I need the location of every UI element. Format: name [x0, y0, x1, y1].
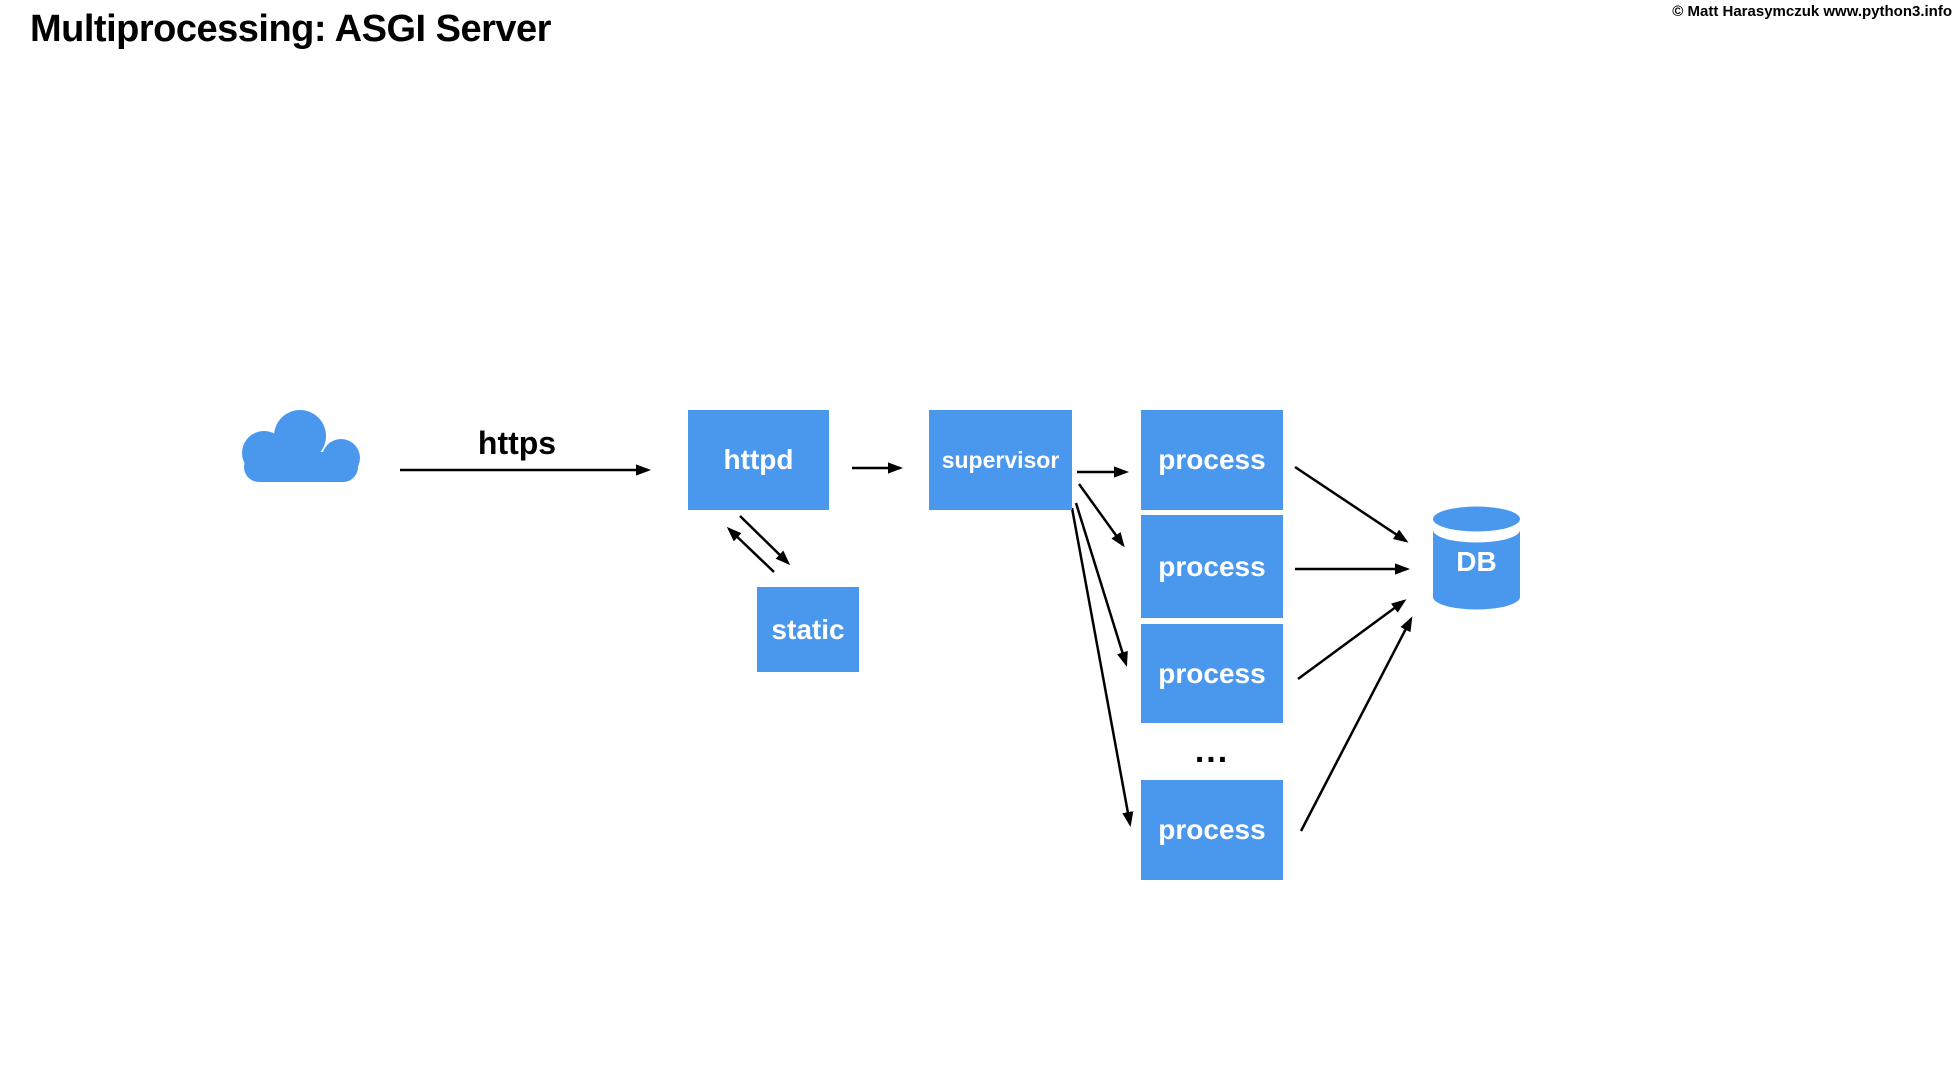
cloud-icon: [242, 410, 360, 482]
node-process-2-label: process: [1158, 550, 1266, 582]
node-static: static: [757, 587, 859, 672]
node-db: [1432, 506, 1521, 614]
edge-process1-to-db: [1294, 465, 1409, 543]
copyright-notice: © Matt Harasymczuk www.python3.info: [1672, 3, 1952, 20]
node-process-2: process: [1141, 515, 1283, 618]
https-edge-label: https: [477, 425, 557, 461]
node-process-3-label: process: [1158, 657, 1266, 689]
edge-httpd-to-static: [739, 515, 791, 566]
node-supervisor-label: supervisor: [941, 446, 1060, 473]
process-ellipsis: ...: [1194, 732, 1230, 770]
edge-process4-to-db: [1299, 616, 1413, 832]
edge-supervisor-to-process2: [1077, 483, 1125, 548]
client-cloud: [242, 410, 360, 482]
node-process-1-label: process: [1158, 444, 1266, 475]
edge-static-to-httpd: [726, 526, 775, 573]
node-httpd: httpd: [688, 410, 829, 510]
node-db-label: DB: [1456, 546, 1497, 577]
node-process-1: process: [1141, 410, 1283, 510]
node-process-3: process: [1141, 624, 1283, 723]
database-cylinder-icon: [1433, 506, 1520, 610]
edge-process3-to-db: [1297, 599, 1407, 681]
node-process-4: process: [1141, 780, 1283, 880]
node-httpd-label: httpd: [723, 444, 794, 475]
node-process-4-label: process: [1158, 814, 1266, 845]
edge-supervisor-to-process4: [1070, 507, 1134, 827]
node-static-label: static: [771, 613, 845, 645]
edge-supervisor-to-process3: [1074, 502, 1128, 667]
node-supervisor: supervisor: [929, 410, 1072, 510]
page-title: Multiprocessing: ASGI Server: [30, 8, 551, 50]
